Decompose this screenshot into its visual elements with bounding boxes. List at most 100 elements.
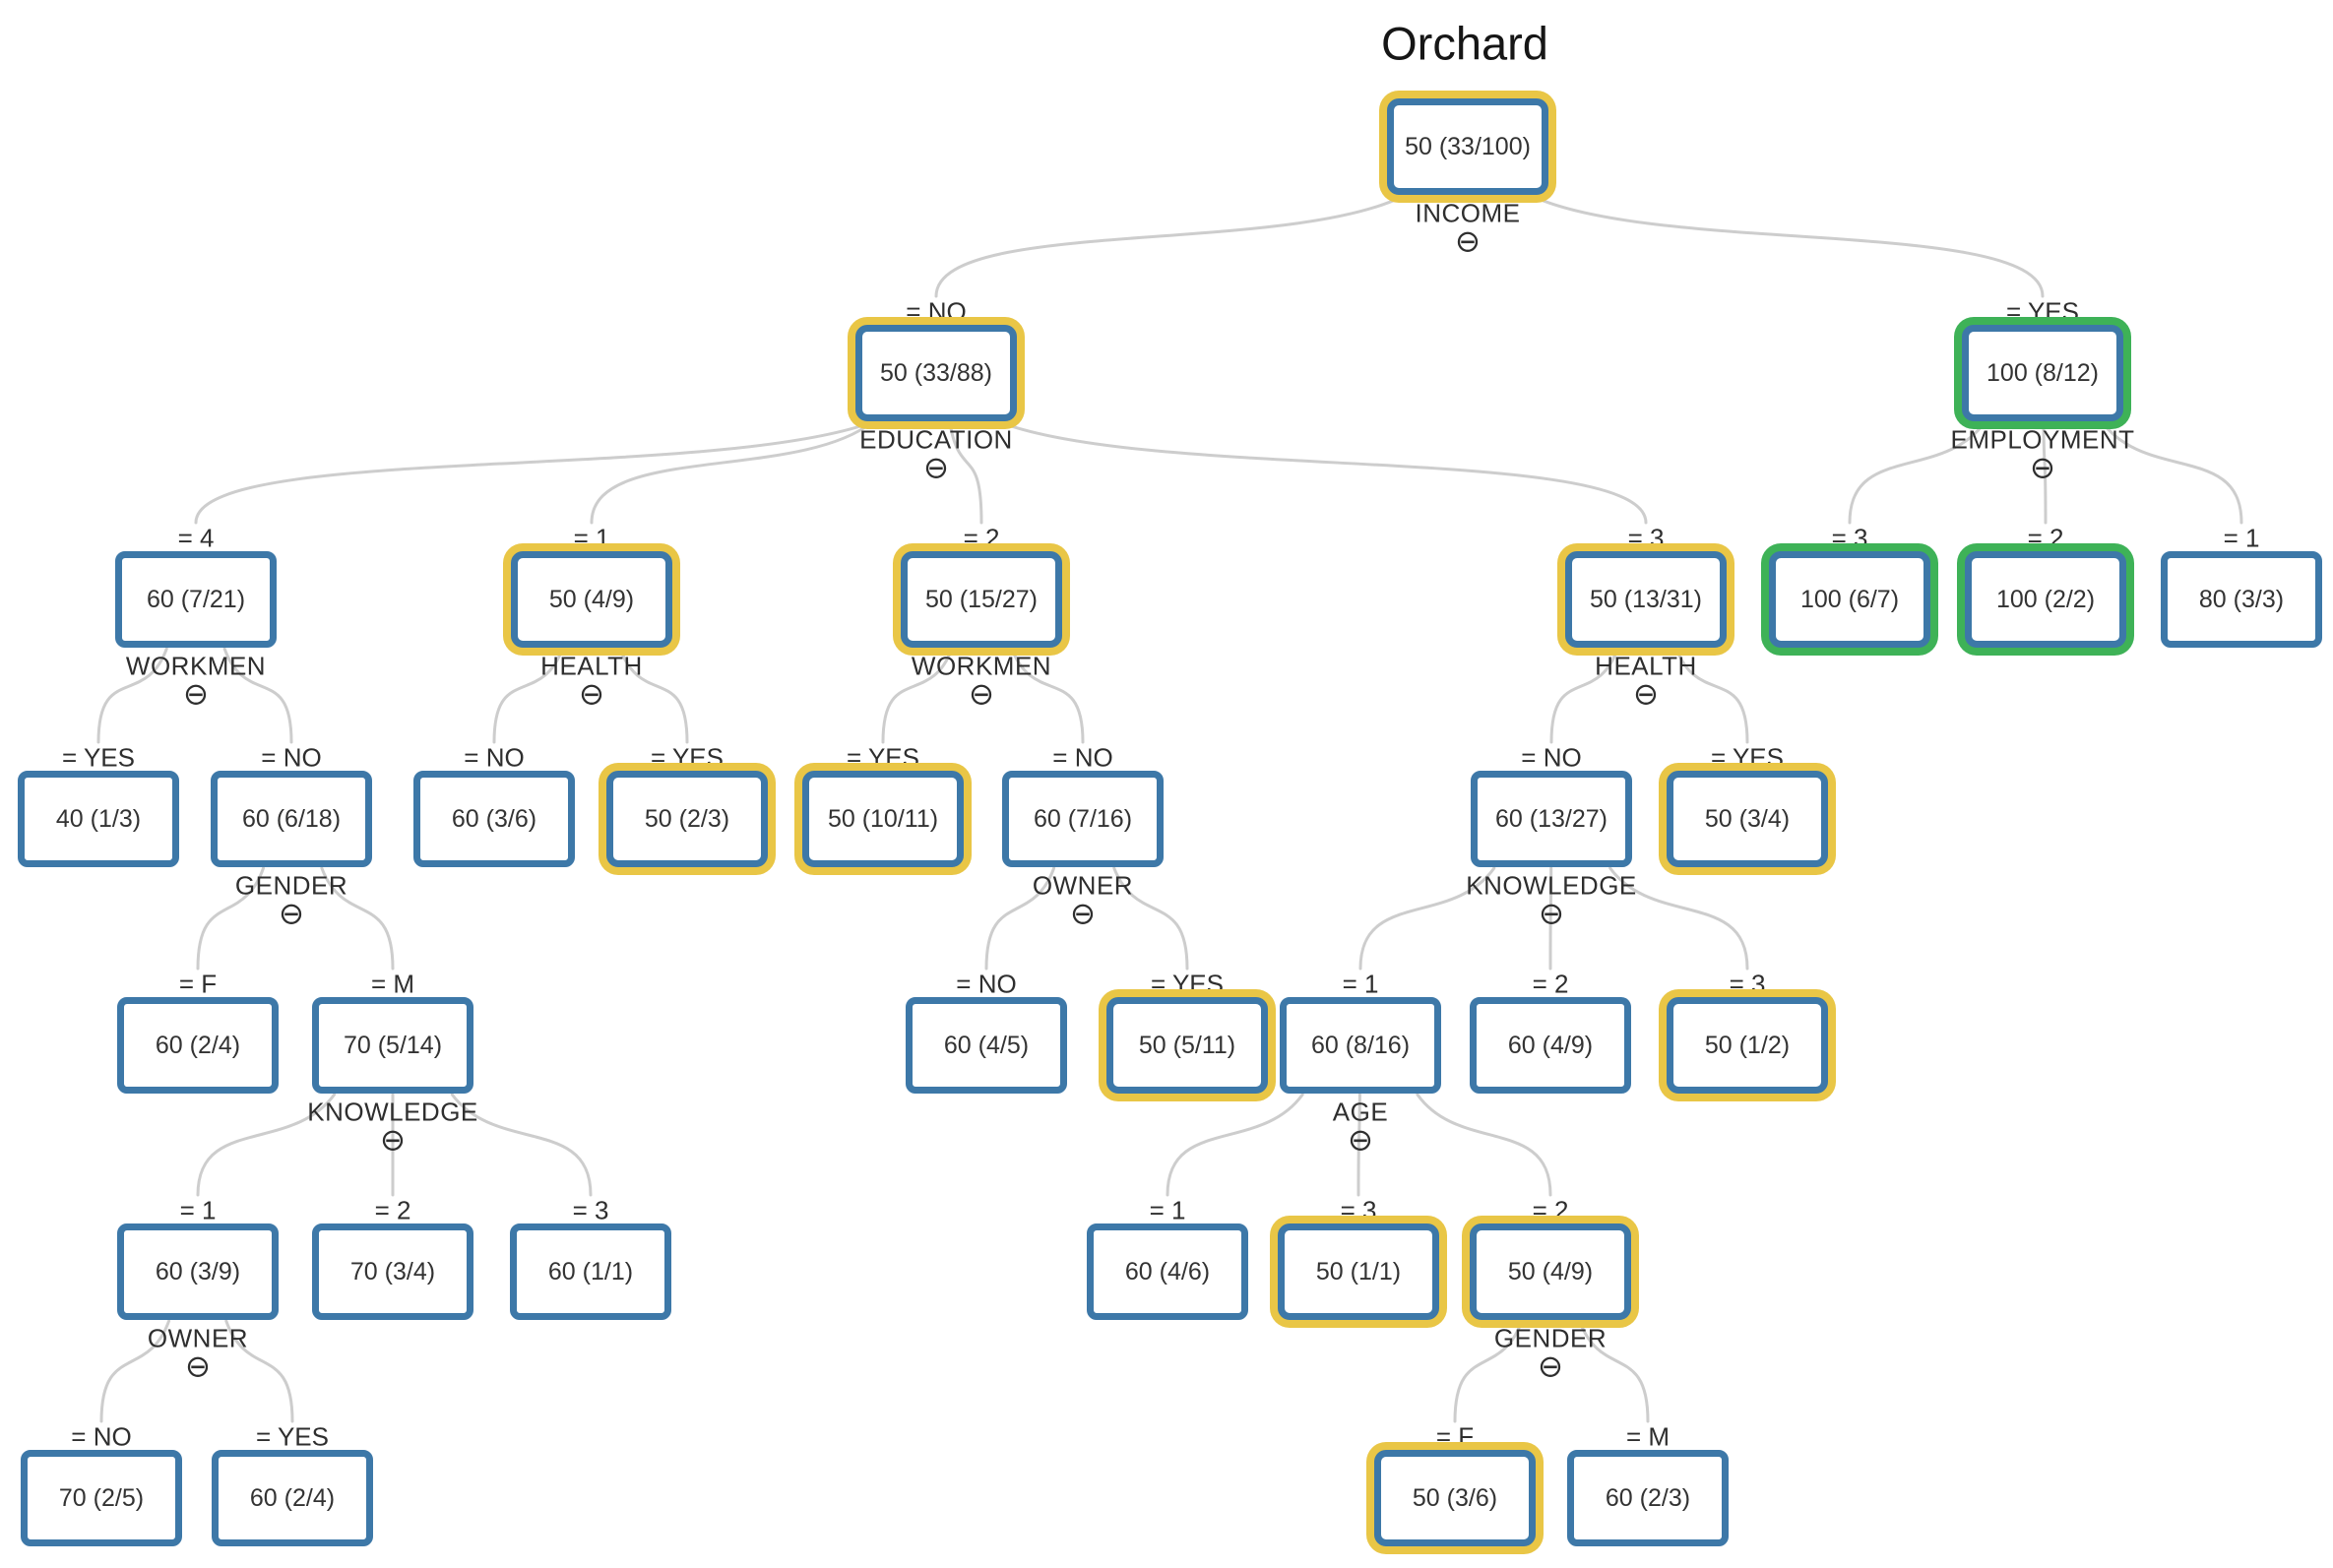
- collapse-toggle-icon[interactable]: ⊖: [1538, 1348, 1563, 1384]
- edge-label: = F: [178, 969, 218, 999]
- tree-node-kn1[interactable]: 60 (3/9): [117, 1223, 279, 1320]
- tree-node-gm[interactable]: 70 (5/14): [312, 997, 473, 1094]
- tree-node-h1yes[interactable]: 50 (2/3): [606, 771, 768, 867]
- tree-node-h2no[interactable]: 60 (13/27): [1471, 771, 1632, 867]
- edge-label: = 3: [1627, 523, 1665, 553]
- tree-edge: [1010, 647, 1085, 744]
- edge-label: = 3: [1340, 1195, 1377, 1225]
- edge-label: = NO: [464, 742, 525, 773]
- edge-label: = NO: [71, 1421, 132, 1452]
- tree-edge: [1453, 1319, 1524, 1423]
- split-attribute-label: KNOWLEDGE: [307, 1097, 478, 1127]
- collapse-toggle-icon[interactable]: ⊖: [2030, 450, 2055, 485]
- edge-label: = M: [1625, 1421, 1671, 1452]
- collapse-toggle-icon[interactable]: ⊖: [923, 450, 949, 485]
- collapse-toggle-icon[interactable]: ⊖: [1070, 896, 1096, 931]
- split-attribute-label: EDUCATION: [859, 424, 1013, 455]
- split-attribute-label: INCOME: [1415, 198, 1521, 228]
- collapse-toggle-icon[interactable]: ⊖: [183, 676, 209, 712]
- tree-node-e2[interactable]: 50 (15/27): [901, 551, 1062, 648]
- tree-edge: [2042, 420, 2048, 525]
- collapse-toggle-icon[interactable]: ⊖: [1539, 896, 1564, 931]
- tree-node-w1no[interactable]: 60 (6/18): [211, 771, 372, 867]
- edge-label: = 1: [1149, 1195, 1186, 1225]
- tree-node-no[interactable]: 50 (33/88): [855, 325, 1017, 421]
- edge-label: = YES: [651, 742, 724, 773]
- tree-node-g2m[interactable]: 60 (2/3): [1567, 1450, 1729, 1546]
- tree-edge: [492, 647, 564, 744]
- edge-label: = 2: [1532, 1195, 1569, 1225]
- collapse-toggle-icon[interactable]: ⊖: [279, 896, 304, 931]
- collapse-toggle-icon[interactable]: ⊖: [1348, 1122, 1373, 1158]
- tree-node-yes[interactable]: 100 (8/12): [1962, 325, 2123, 421]
- tree-edge: [1578, 1319, 1650, 1423]
- collapse-toggle-icon[interactable]: ⊖: [1633, 676, 1659, 712]
- edge-label: = 2: [2027, 523, 2064, 553]
- edge-label: = NO: [906, 296, 967, 327]
- chart-title: Orchard: [1381, 17, 1548, 70]
- tree-node-kn2[interactable]: 70 (3/4): [312, 1223, 473, 1320]
- tree-node-h2yes[interactable]: 50 (3/4): [1667, 771, 1828, 867]
- tree-edge: [1674, 647, 1749, 744]
- tree-node-a3[interactable]: 50 (1/1): [1278, 1223, 1439, 1320]
- edge-label: = 3: [572, 1195, 609, 1225]
- tree-node-ono[interactable]: 60 (4/5): [906, 997, 1067, 1094]
- edge-label: = 1: [573, 523, 610, 553]
- tree-edge: [1549, 647, 1619, 744]
- tree-node-a1[interactable]: 60 (4/6): [1087, 1223, 1248, 1320]
- edge-label: = F: [1435, 1421, 1475, 1452]
- tree-node-w2no[interactable]: 60 (7/16): [1002, 771, 1164, 867]
- collapse-toggle-icon[interactable]: ⊖: [1455, 223, 1481, 259]
- edge-label: = YES: [847, 742, 919, 773]
- edge-label: = 4: [177, 523, 215, 553]
- tree-node-e1[interactable]: 50 (4/9): [511, 551, 672, 648]
- split-attribute-label: HEALTH: [540, 651, 643, 681]
- split-attribute-label: GENDER: [234, 870, 348, 901]
- tree-edge: [590, 420, 874, 525]
- tree-node-k3[interactable]: 50 (1/2): [1667, 997, 1828, 1094]
- tree-edge: [194, 420, 874, 525]
- edge-label: = 2: [1532, 969, 1569, 999]
- tree-node-w2yes[interactable]: 50 (10/11): [802, 771, 964, 867]
- tree-node-emp3[interactable]: 100 (6/7): [1769, 551, 1930, 648]
- collapse-toggle-icon[interactable]: ⊖: [969, 676, 994, 712]
- tree-node-k1[interactable]: 60 (8/16): [1280, 997, 1441, 1094]
- tree-node-e3[interactable]: 50 (13/31): [1565, 551, 1727, 648]
- tree-node-o2no[interactable]: 70 (2/5): [21, 1450, 182, 1546]
- tree-edge: [618, 647, 689, 744]
- tree-node-gf[interactable]: 60 (2/4): [117, 997, 279, 1094]
- edge-label: = YES: [62, 742, 135, 773]
- tree-edge: [96, 647, 168, 744]
- tree-edge: [1608, 866, 1749, 971]
- tree-node-w1yes[interactable]: 40 (1/3): [18, 771, 179, 867]
- edge-label: = 1: [2223, 523, 2260, 553]
- tree-node-k2[interactable]: 60 (4/9): [1470, 997, 1631, 1094]
- tree-edge: [1166, 1093, 1304, 1197]
- split-attribute-label: KNOWLEDGE: [1466, 870, 1637, 901]
- tree-node-kn3[interactable]: 60 (1/1): [510, 1223, 671, 1320]
- collapse-toggle-icon[interactable]: ⊖: [380, 1122, 406, 1158]
- collapse-toggle-icon[interactable]: ⊖: [579, 676, 604, 712]
- tree-edge: [948, 420, 983, 525]
- edge-label: = 2: [963, 523, 1000, 553]
- tree-node-emp2[interactable]: 100 (2/2): [1965, 551, 2126, 648]
- split-attribute-label: AGE: [1332, 1097, 1389, 1127]
- split-attribute-label: HEALTH: [1595, 651, 1697, 681]
- tree-edge: [1112, 866, 1189, 971]
- edge-label: = 3: [1831, 523, 1868, 553]
- tree-node-a2[interactable]: 50 (4/9): [1470, 1223, 1631, 1320]
- tree-node-emp1[interactable]: 80 (3/3): [2161, 551, 2322, 648]
- tree-node-root[interactable]: 50 (33/100): [1387, 98, 1548, 195]
- collapse-toggle-icon[interactable]: ⊖: [185, 1348, 211, 1384]
- tree-edge: [934, 194, 1406, 298]
- edge-label: = YES: [256, 1421, 329, 1452]
- split-attribute-label: GENDER: [1493, 1323, 1608, 1353]
- tree-node-h1no[interactable]: 60 (3/6): [413, 771, 575, 867]
- tree-edge: [320, 866, 395, 971]
- edge-label: = YES: [1711, 742, 1784, 773]
- tree-node-o2yes[interactable]: 60 (2/4): [212, 1450, 373, 1546]
- tree-node-oyes[interactable]: 50 (5/11): [1106, 997, 1268, 1094]
- tree-node-g2f[interactable]: 50 (3/6): [1374, 1450, 1536, 1546]
- tree-node-e4[interactable]: 60 (7/21): [115, 551, 277, 648]
